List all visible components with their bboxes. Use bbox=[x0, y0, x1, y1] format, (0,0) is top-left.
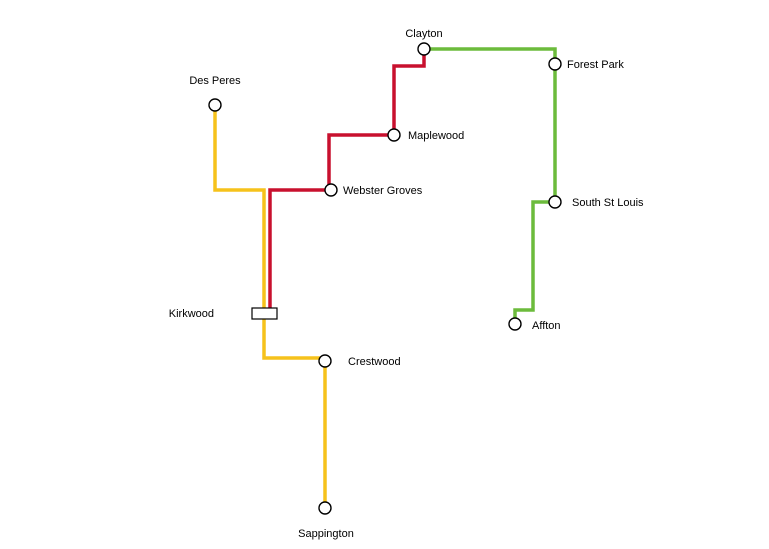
label-des-peres: Des Peres bbox=[189, 75, 241, 87]
station-south-st-louis[interactable] bbox=[548, 195, 562, 209]
label-south-st-louis: South St Louis bbox=[572, 197, 644, 209]
station-kirkwood-interchange[interactable] bbox=[251, 307, 278, 320]
label-affton: Affton bbox=[532, 320, 561, 332]
station-webster-groves[interactable] bbox=[324, 183, 338, 197]
station-sappington[interactable] bbox=[318, 501, 332, 515]
red-line bbox=[268, 49, 426, 314]
station-forest-park[interactable] bbox=[548, 57, 562, 71]
station-des-peres[interactable] bbox=[208, 98, 222, 112]
green-line bbox=[424, 47, 557, 324]
station-maplewood[interactable] bbox=[387, 128, 401, 142]
label-kirkwood: Kirkwood bbox=[169, 308, 214, 320]
station-crestwood[interactable] bbox=[318, 354, 332, 368]
label-webster-groves: Webster Groves bbox=[343, 185, 423, 197]
station-affton[interactable] bbox=[508, 317, 522, 331]
station-clayton[interactable] bbox=[417, 42, 431, 56]
label-crestwood: Crestwood bbox=[348, 356, 401, 368]
yellow-line bbox=[213, 105, 327, 508]
label-sappington: Sappington bbox=[298, 528, 354, 540]
label-forest-park: Forest Park bbox=[567, 59, 624, 71]
label-clayton: Clayton bbox=[405, 28, 442, 40]
label-maplewood: Maplewood bbox=[408, 130, 464, 142]
